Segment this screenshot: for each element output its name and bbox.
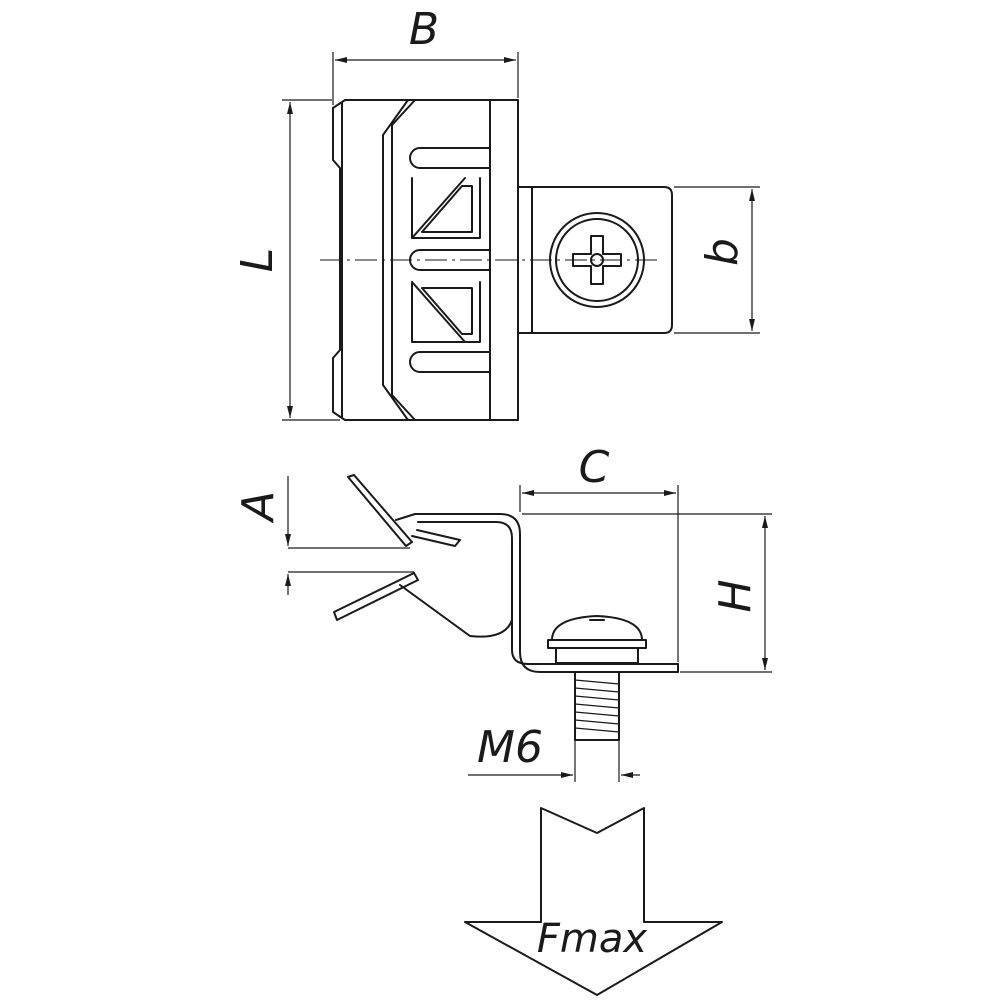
load-arrow-label: Fmax [537,916,647,962]
side-view: C H A M6 [233,442,772,782]
dim-L-label: L [232,248,283,273]
dim-B-label: B [409,4,439,55]
screw-head-side [547,615,647,664]
dim-A-label: A [233,491,284,524]
top-view-slot-3 [409,351,491,373]
side-view-upper-tab [411,529,461,547]
top-view-body-outline [332,99,519,421]
side-view-lower-jaw [333,572,419,621]
dim-C-label: C [579,442,610,493]
top-view: B L b [232,4,760,421]
side-view-clip-body [395,513,679,673]
load-arrow: Fmax [464,807,723,996]
top-view-slot-1 [409,147,491,169]
top-view-plate [517,186,673,334]
dim-H-label: H [710,579,761,612]
side-view-upper-jaw [347,474,413,547]
top-view-tab-1 [411,177,481,239]
side-view-clip-body-inner [417,521,679,665]
top-view-tab-2 [411,281,481,343]
load-arrow-shape [464,807,723,996]
dim-b-label: b [697,238,748,266]
dim-M6-label: M6 [477,722,543,773]
screw-thread [574,671,620,741]
side-view-clip-return [399,584,513,638]
